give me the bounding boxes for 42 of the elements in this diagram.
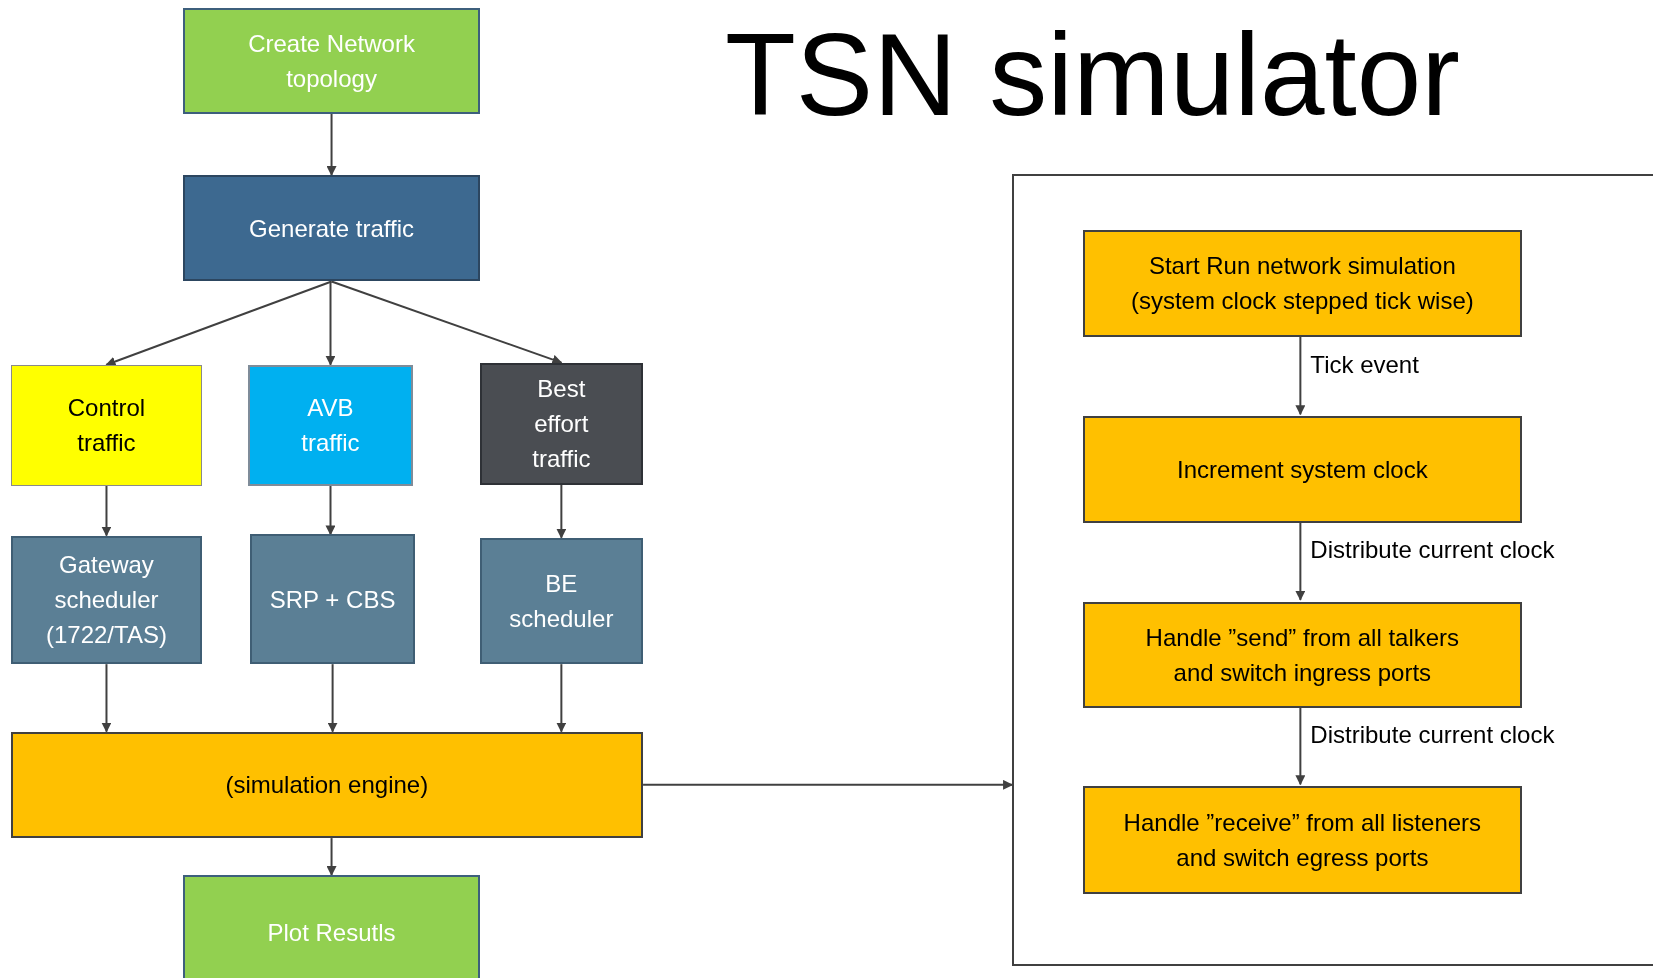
arrow bbox=[326, 112, 337, 176]
process-box bbox=[10, 731, 644, 839]
box-label: Generate traffic bbox=[249, 213, 414, 244]
process-box bbox=[183, 875, 480, 978]
arrow bbox=[325, 280, 336, 366]
title: TSN simulator bbox=[725, 10, 1460, 140]
box-label: BE scheduler bbox=[509, 568, 614, 634]
process-box bbox=[183, 8, 480, 114]
process-box bbox=[183, 175, 480, 282]
arrow bbox=[325, 485, 336, 536]
arrow bbox=[327, 663, 338, 733]
process-box bbox=[1082, 786, 1523, 894]
box-label: Handle ”send” from all talkers and switch ingress ports bbox=[1144, 623, 1461, 689]
arrow bbox=[556, 663, 567, 733]
process-box bbox=[1082, 416, 1523, 523]
process-box bbox=[10, 364, 203, 486]
process-box bbox=[249, 534, 416, 665]
arrow bbox=[330, 280, 563, 365]
box-label: Gateway scheduler (1722/TAS) bbox=[45, 550, 168, 651]
panel-frame bbox=[1012, 173, 1653, 966]
box-label: AVB traffic bbox=[300, 393, 361, 459]
process-box bbox=[10, 535, 203, 665]
arrow bbox=[326, 837, 337, 876]
box-label: Best effort traffic bbox=[531, 374, 592, 475]
box-label: Handle ”receive” from all listeners and switch egress ports bbox=[1122, 808, 1483, 874]
process-box bbox=[247, 364, 414, 486]
arrow bbox=[642, 779, 1014, 790]
process-box bbox=[479, 362, 644, 485]
process-box bbox=[1082, 601, 1523, 709]
arrow bbox=[101, 485, 112, 537]
box-label: Plot Resutls bbox=[267, 918, 396, 949]
process-box bbox=[1082, 229, 1523, 338]
box-label: Create Network topology bbox=[247, 29, 416, 95]
box-label: Start Run network simulation (system clock stepped tick wise) bbox=[1129, 251, 1475, 317]
arrow bbox=[101, 663, 112, 733]
process-box bbox=[479, 537, 644, 665]
arrow bbox=[556, 483, 567, 539]
arrow bbox=[105, 280, 333, 367]
box-label: (simulation engine) bbox=[225, 770, 429, 801]
box-label: SRP + CBS bbox=[269, 584, 396, 615]
box-label: Control traffic bbox=[66, 393, 147, 459]
box-label: Increment system clock bbox=[1176, 455, 1428, 486]
